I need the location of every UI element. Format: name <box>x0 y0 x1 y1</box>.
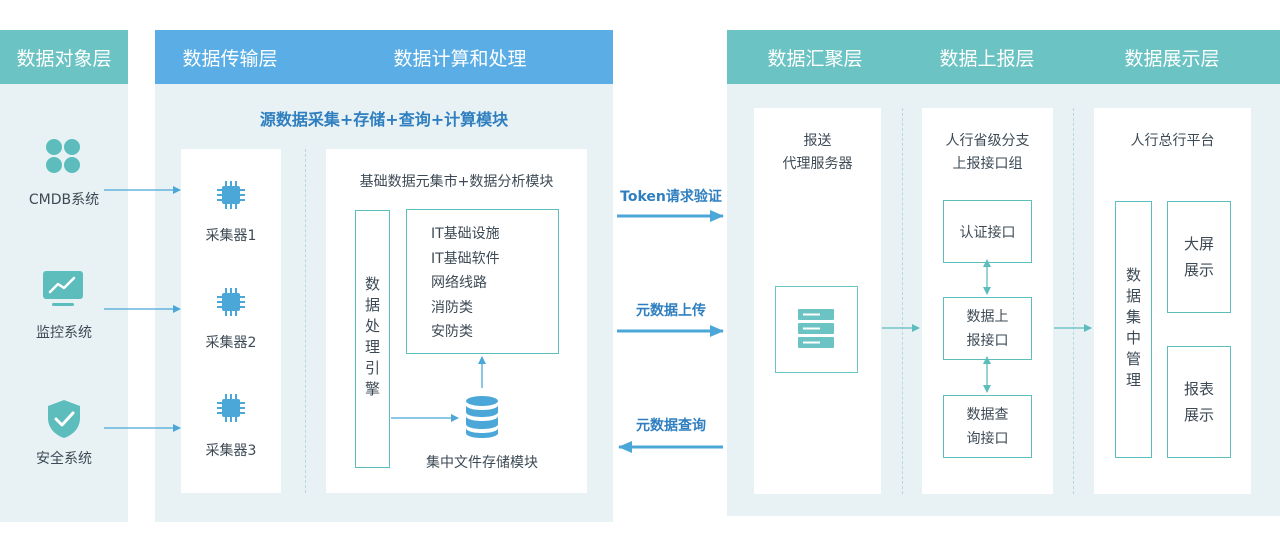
storage-label: 集中文件存储模块 <box>426 455 538 471</box>
flow-label-query: 元数据查询 <box>636 418 706 434</box>
engine-label: 数据处理引擎 <box>363 276 381 402</box>
query-interface-label-1: 数据查 <box>966 406 1009 423</box>
object-layer-header: 数据对象层 <box>0 30 128 84</box>
report-title-2: 上报接口组 <box>952 156 1023 172</box>
big-screen-label-1: 大屏 <box>1183 235 1214 253</box>
flow-label-token: Token请求验证 <box>620 189 722 205</box>
auth-interface-box: 认证接口 <box>943 200 1032 263</box>
analysis-title: 基础数据元集市+数据分析模块 <box>359 174 554 190</box>
divider <box>1073 108 1074 494</box>
cmdb-icon <box>44 137 82 175</box>
chip-icon <box>215 392 247 424</box>
database-icon <box>464 395 500 439</box>
aggregate-title-1: 报送 <box>803 133 832 149</box>
right-panel-header <box>727 30 1280 84</box>
report-layer-title: 数据上报层 <box>939 47 1035 70</box>
report-display-box: 报表 展示 <box>1167 346 1231 458</box>
divider <box>305 149 306 493</box>
collector-label-2: 采集器2 <box>205 335 257 351</box>
central-management-label: 数据集中管理 <box>1124 266 1142 393</box>
monitor-icon <box>42 270 84 308</box>
big-screen-label-2: 展示 <box>1183 261 1214 279</box>
big-screen-box: 大屏 展示 <box>1167 201 1231 313</box>
transport-compute-header <box>155 30 613 84</box>
transport-layer-title: 数据传输层 <box>182 47 278 70</box>
report-display-label-2: 展示 <box>1183 406 1214 424</box>
module-title: 源数据采集+存储+查询+计算模块 <box>259 110 509 129</box>
report-display-label-1: 报表 <box>1183 380 1214 398</box>
aggregate-layer-title: 数据汇聚层 <box>767 47 863 70</box>
divider <box>902 108 903 494</box>
collector-label-1: 采集器1 <box>205 228 257 244</box>
central-management-box: 数据集中管理 <box>1115 201 1152 458</box>
query-interface-label-2: 询接口 <box>966 430 1009 447</box>
query-interface-box: 数据查 询接口 <box>943 395 1032 458</box>
flow-label-upload: 元数据上传 <box>636 303 706 319</box>
upload-interface-box: 数据上 报接口 <box>943 297 1032 360</box>
infra-item: IT基础设施 <box>431 226 500 242</box>
infra-item: 消防类 <box>431 299 473 316</box>
collector-label-3: 采集器3 <box>205 443 257 459</box>
object-layer-title: 数据对象层 <box>16 47 112 70</box>
shield-icon <box>46 399 82 439</box>
infra-list-box: IT基础设施 IT基础软件 网络线路 消防类 安防类 <box>406 209 559 354</box>
upload-interface-label-1: 数据上 <box>966 308 1009 325</box>
source-label-security: 安全系统 <box>36 451 92 467</box>
engine-box: 数据处理引擎 <box>355 210 390 468</box>
infra-item: IT基础软件 <box>431 250 500 267</box>
source-label-monitor: 监控系统 <box>36 325 92 341</box>
infra-item: 网络线路 <box>431 275 487 291</box>
server-icon <box>798 309 834 349</box>
aggregate-title-2: 代理服务器 <box>782 156 853 172</box>
display-layer-title: 数据展示层 <box>1124 47 1220 70</box>
chip-icon <box>215 286 247 318</box>
source-label-cmdb: CMDB系统 <box>28 192 100 208</box>
upload-interface-label-2: 报接口 <box>966 332 1009 349</box>
compute-layer-title: 数据计算和处理 <box>393 47 527 70</box>
display-title: 人行总行平台 <box>1130 133 1215 149</box>
proxy-server-box <box>775 286 858 373</box>
infra-item: 安防类 <box>431 324 473 340</box>
chip-icon <box>215 179 247 211</box>
report-title-1: 人行省级分支 <box>945 133 1030 149</box>
auth-interface-label: 认证接口 <box>959 224 1016 241</box>
